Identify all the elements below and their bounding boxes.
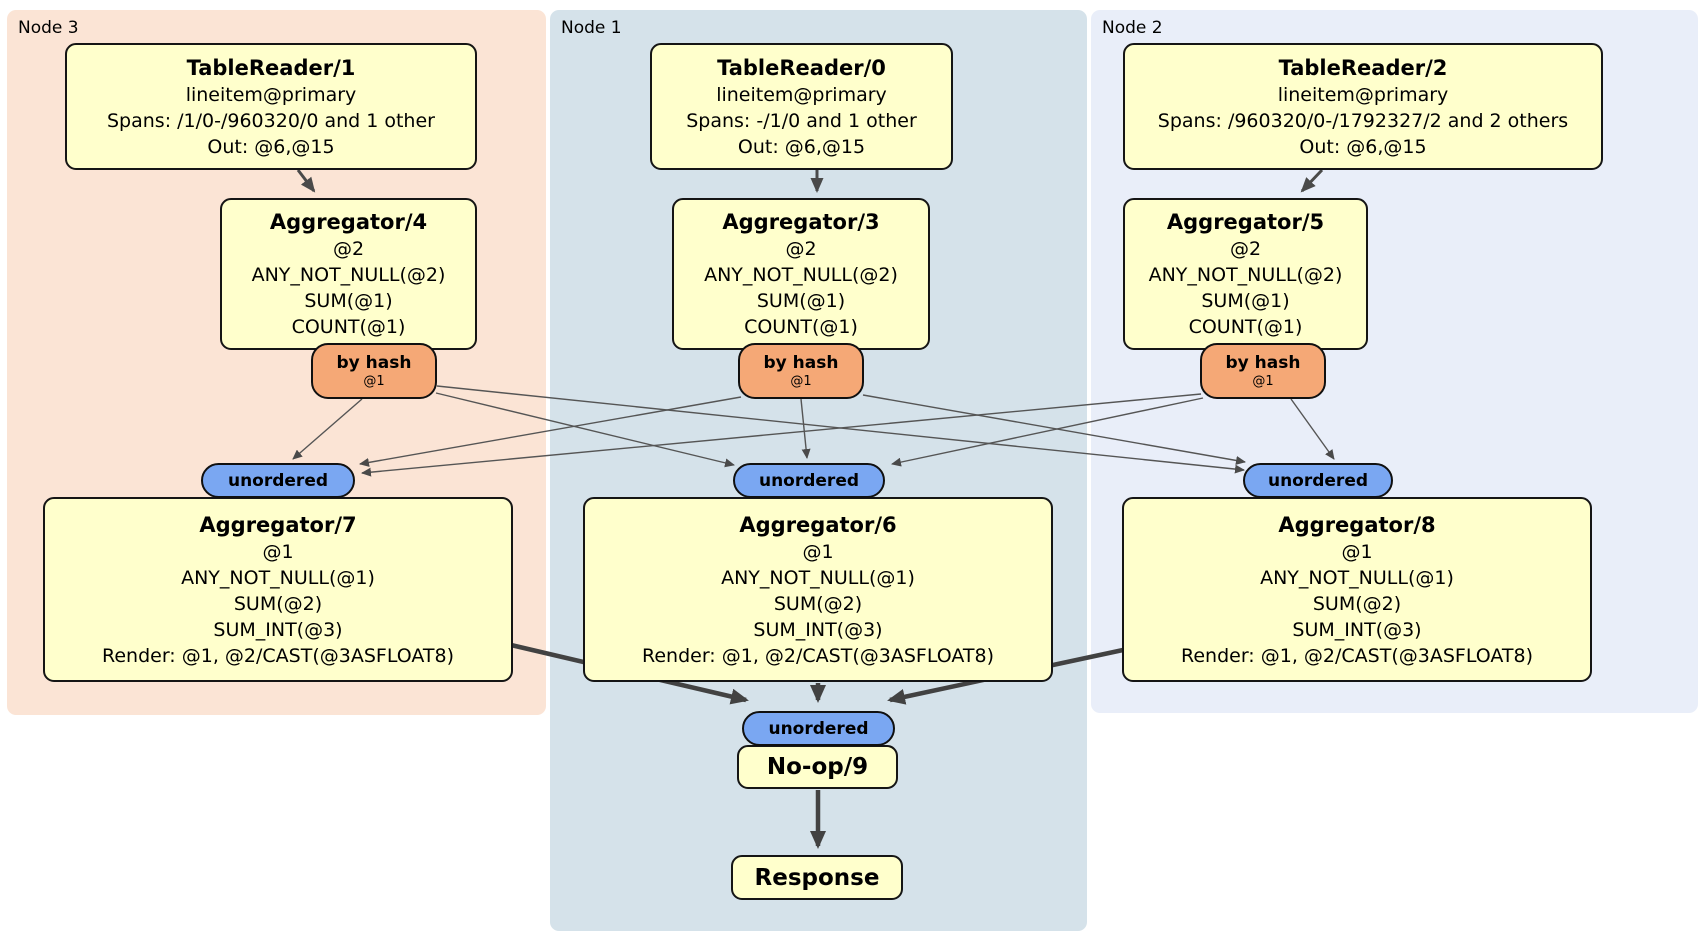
processor-aggfn: SUM(@1) [1201,290,1290,312]
processor-aggfn: SUM(@1) [304,290,393,312]
processor-title: TableReader/2 [1278,55,1448,80]
processor-aggregator-8: Aggregator/8 @1 ANY_NOT_NULL(@1) SUM(@2)… [1122,497,1592,682]
processor-aggfn: COUNT(@1) [744,316,858,338]
processor-aggregator-4: Aggregator/4 @2 ANY_NOT_NULL(@2) SUM(@1)… [220,198,477,350]
router-by-hash-node1: by hash @1 [738,343,864,399]
processor-aggfn: COUNT(@1) [291,316,406,338]
processor-aggfn: SUM(@2) [773,592,863,615]
processor-title: Aggregator/8 [1278,512,1436,537]
region-label-node-2: Node 2 [1102,18,1163,38]
sync-unordered-node3: unordered [201,463,355,498]
processor-index: lineitem@primary [1277,83,1449,106]
processor-groupcols: @2 [1229,238,1262,260]
processor-render: Render: @1, @2/CAST(@3ASFLOAT8) [102,644,454,667]
router-label: by hash [336,353,412,373]
sync-unordered-node2: unordered [1243,463,1393,498]
processor-title: Aggregator/3 [722,210,880,234]
processor-title: Aggregator/7 [199,512,357,537]
processor-spans: Spans: -/1/0 and 1 other [686,109,917,132]
processor-aggfn: ANY_NOT_NULL(@1) [721,566,915,589]
processor-aggregator-5: Aggregator/5 @2 ANY_NOT_NULL(@2) SUM(@1)… [1123,198,1368,350]
processor-title: TableReader/1 [186,55,356,80]
processor-groupcols: @1 [262,540,294,563]
router-label: by hash [763,353,839,373]
processor-aggregator-3: Aggregator/3 @2 ANY_NOT_NULL(@2) SUM(@1)… [672,198,930,350]
processor-out: Out: @6,@15 [207,135,335,158]
processor-aggfn: SUM(@2) [1312,592,1402,615]
processor-title: Aggregator/6 [739,512,897,537]
processor-title: No-op/9 [766,754,869,780]
processor-groupcols: @2 [785,238,817,260]
processor-aggfn: SUM_INT(@3) [1292,618,1422,641]
processor-groupcols: @1 [802,540,834,563]
processor-tablereader-0: TableReader/0 lineitem@primary Spans: -/… [650,43,953,170]
router-label: by hash [1225,353,1301,373]
processor-aggfn: ANY_NOT_NULL(@2) [1148,264,1343,286]
processor-index: lineitem@primary [185,83,357,106]
processor-render: Render: @1, @2/CAST(@3ASFLOAT8) [642,644,994,667]
router-by-hash-node2: by hash @1 [1200,343,1326,399]
sync-unordered-node1: unordered [733,463,885,498]
processor-aggfn: SUM_INT(@3) [753,618,883,641]
processor-groupcols: @1 [1341,540,1373,563]
processor-render: Render: @1, @2/CAST(@3ASFLOAT8) [1181,644,1533,667]
processor-noop-9: No-op/9 [737,745,898,789]
processor-index: lineitem@primary [716,83,887,106]
processor-tablereader-2: TableReader/2 lineitem@primary Spans: /9… [1123,43,1603,170]
processor-title: TableReader/0 [717,55,886,80]
processor-aggfn: ANY_NOT_NULL(@2) [704,264,898,286]
processor-aggfn: ANY_NOT_NULL(@1) [181,566,375,589]
processor-aggfn: COUNT(@1) [1188,316,1303,338]
processor-out: Out: @6,@15 [737,135,866,158]
processor-aggfn: ANY_NOT_NULL(@2) [251,264,446,286]
processor-aggfn: SUM(@2) [233,592,323,615]
sync-unordered-final: unordered [742,711,895,746]
router-by-hash-node3: by hash @1 [311,343,437,399]
processor-spans: Spans: /1/0-/960320/0 and 1 other [107,109,435,132]
processor-groupcols: @2 [332,238,365,260]
processor-title: Aggregator/4 [269,210,428,234]
processor-aggregator-7: Aggregator/7 @1 ANY_NOT_NULL(@1) SUM(@2)… [43,497,513,682]
router-hash-key: @1 [363,374,385,389]
processor-title: Aggregator/5 [1166,210,1325,234]
processor-aggregator-6: Aggregator/6 @1 ANY_NOT_NULL(@1) SUM(@2)… [583,497,1053,682]
processor-tablereader-1: TableReader/1 lineitem@primary Spans: /1… [65,43,477,170]
router-hash-key: @1 [790,374,812,389]
router-hash-key: @1 [1252,374,1274,389]
region-label-node-3: Node 3 [18,18,79,38]
processor-out: Out: @6,@15 [1299,135,1427,158]
processor-response: Response [731,855,903,900]
processor-aggfn: ANY_NOT_NULL(@1) [1260,566,1454,589]
region-label-node-1: Node 1 [561,18,622,38]
processor-title: Response [754,864,880,891]
processor-aggfn: SUM_INT(@3) [213,618,343,641]
processor-aggfn: SUM(@1) [756,290,846,312]
processor-spans: Spans: /960320/0-/1792327/2 and 2 others [1157,109,1569,132]
